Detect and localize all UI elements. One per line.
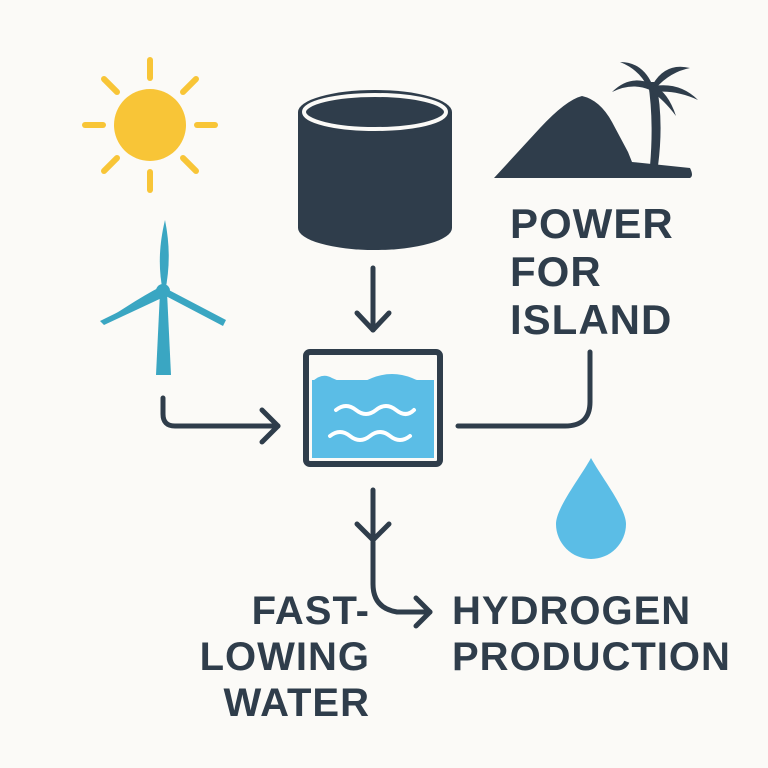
cylinder-tank-icon	[298, 90, 452, 250]
water-tank-icon	[303, 349, 443, 467]
box-to-hydrogen-arrow	[354, 487, 433, 629]
hydrogen-production-label: HYDROGEN PRODUCTION	[452, 588, 731, 680]
power-for-island-label: POWER FOR ISLAND	[510, 200, 674, 344]
power-for-island-line-1: POWER	[510, 200, 674, 247]
power-for-island-line-2: FOR	[510, 248, 602, 295]
fast-lowing-water-line-1: FAST-LOWING	[199, 589, 370, 679]
tank-to-box-arrow	[354, 265, 392, 333]
hydrogen-production-line-2: PRODUCTION	[452, 635, 731, 679]
sun-icon	[82, 57, 218, 193]
wind-turbine-icon	[100, 220, 226, 375]
water-drop-icon	[556, 458, 626, 559]
turbine-to-box-arrow	[160, 395, 281, 445]
fast-lowing-water-line-2: WATER	[223, 681, 370, 725]
power-for-island-line-3: ISLAND	[510, 296, 673, 343]
hydrogen-production-line-1: HYDROGEN	[452, 589, 692, 633]
box-to-island-line	[455, 349, 593, 429]
fast-lowing-water-label: FAST-LOWING WATER	[86, 588, 370, 726]
island-mountain-palm-icon	[494, 62, 698, 178]
